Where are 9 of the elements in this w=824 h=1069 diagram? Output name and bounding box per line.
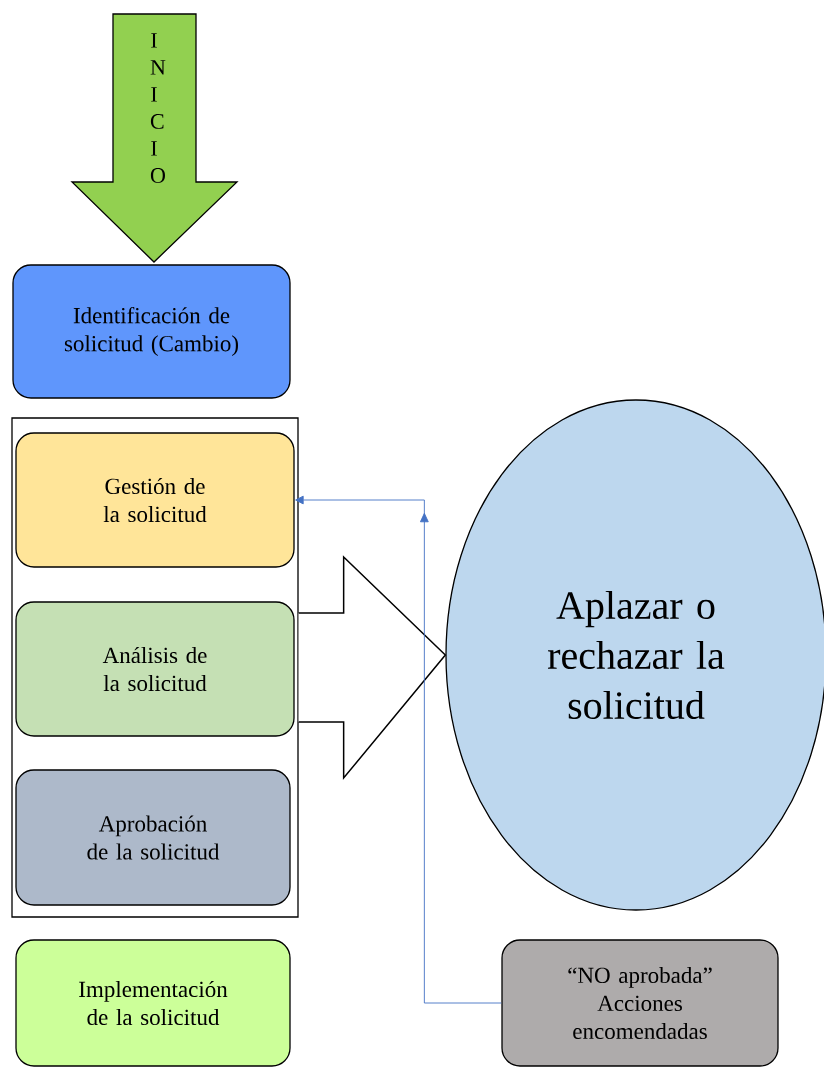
group-frame <box>11 417 299 918</box>
process-box: “NO aprobada” Acciones encomendadas <box>501 939 779 1067</box>
block-arrow <box>297 555 447 781</box>
process-box: Análisis de la solicitud <box>15 601 295 737</box>
process-box: Implementación de la solicitud <box>15 939 291 1067</box>
process-box: Gestión de la solicitud <box>15 432 295 568</box>
process-box: Aprobación de la solicitud <box>15 769 291 906</box>
process-box: Identificación de solicitud (Cambio) <box>12 264 291 399</box>
arrow <box>295 495 502 1004</box>
